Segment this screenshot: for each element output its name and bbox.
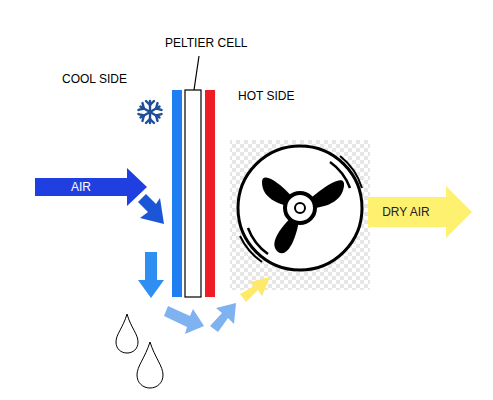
fan-symbol [238, 146, 362, 270]
side-label: COOL SIDE [62, 72, 127, 86]
arrow-shape [35, 168, 147, 206]
arrow-label: AIR [71, 180, 91, 194]
fan-background [230, 140, 370, 290]
hot-plate [205, 90, 215, 297]
air-arrow: AIR [35, 168, 147, 206]
flow-arrow [164, 306, 204, 334]
flow-arrow [210, 303, 236, 332]
water-drop [116, 314, 138, 353]
leader-line [194, 56, 199, 90]
side-label: HOT SIDE [238, 89, 294, 103]
water-drop [137, 342, 163, 388]
flow-arrow [138, 194, 164, 224]
flow-arrow [138, 252, 164, 298]
arrow-label: DRY AIR [382, 205, 430, 219]
snowflake-symbol [138, 101, 161, 123]
flow-arrow [240, 277, 270, 302]
peltier-cell [185, 90, 201, 297]
cool-plate [172, 90, 182, 297]
dry-air-arrow: DRY AIR [368, 186, 472, 238]
component-label: PELTIER CELL [165, 36, 247, 50]
